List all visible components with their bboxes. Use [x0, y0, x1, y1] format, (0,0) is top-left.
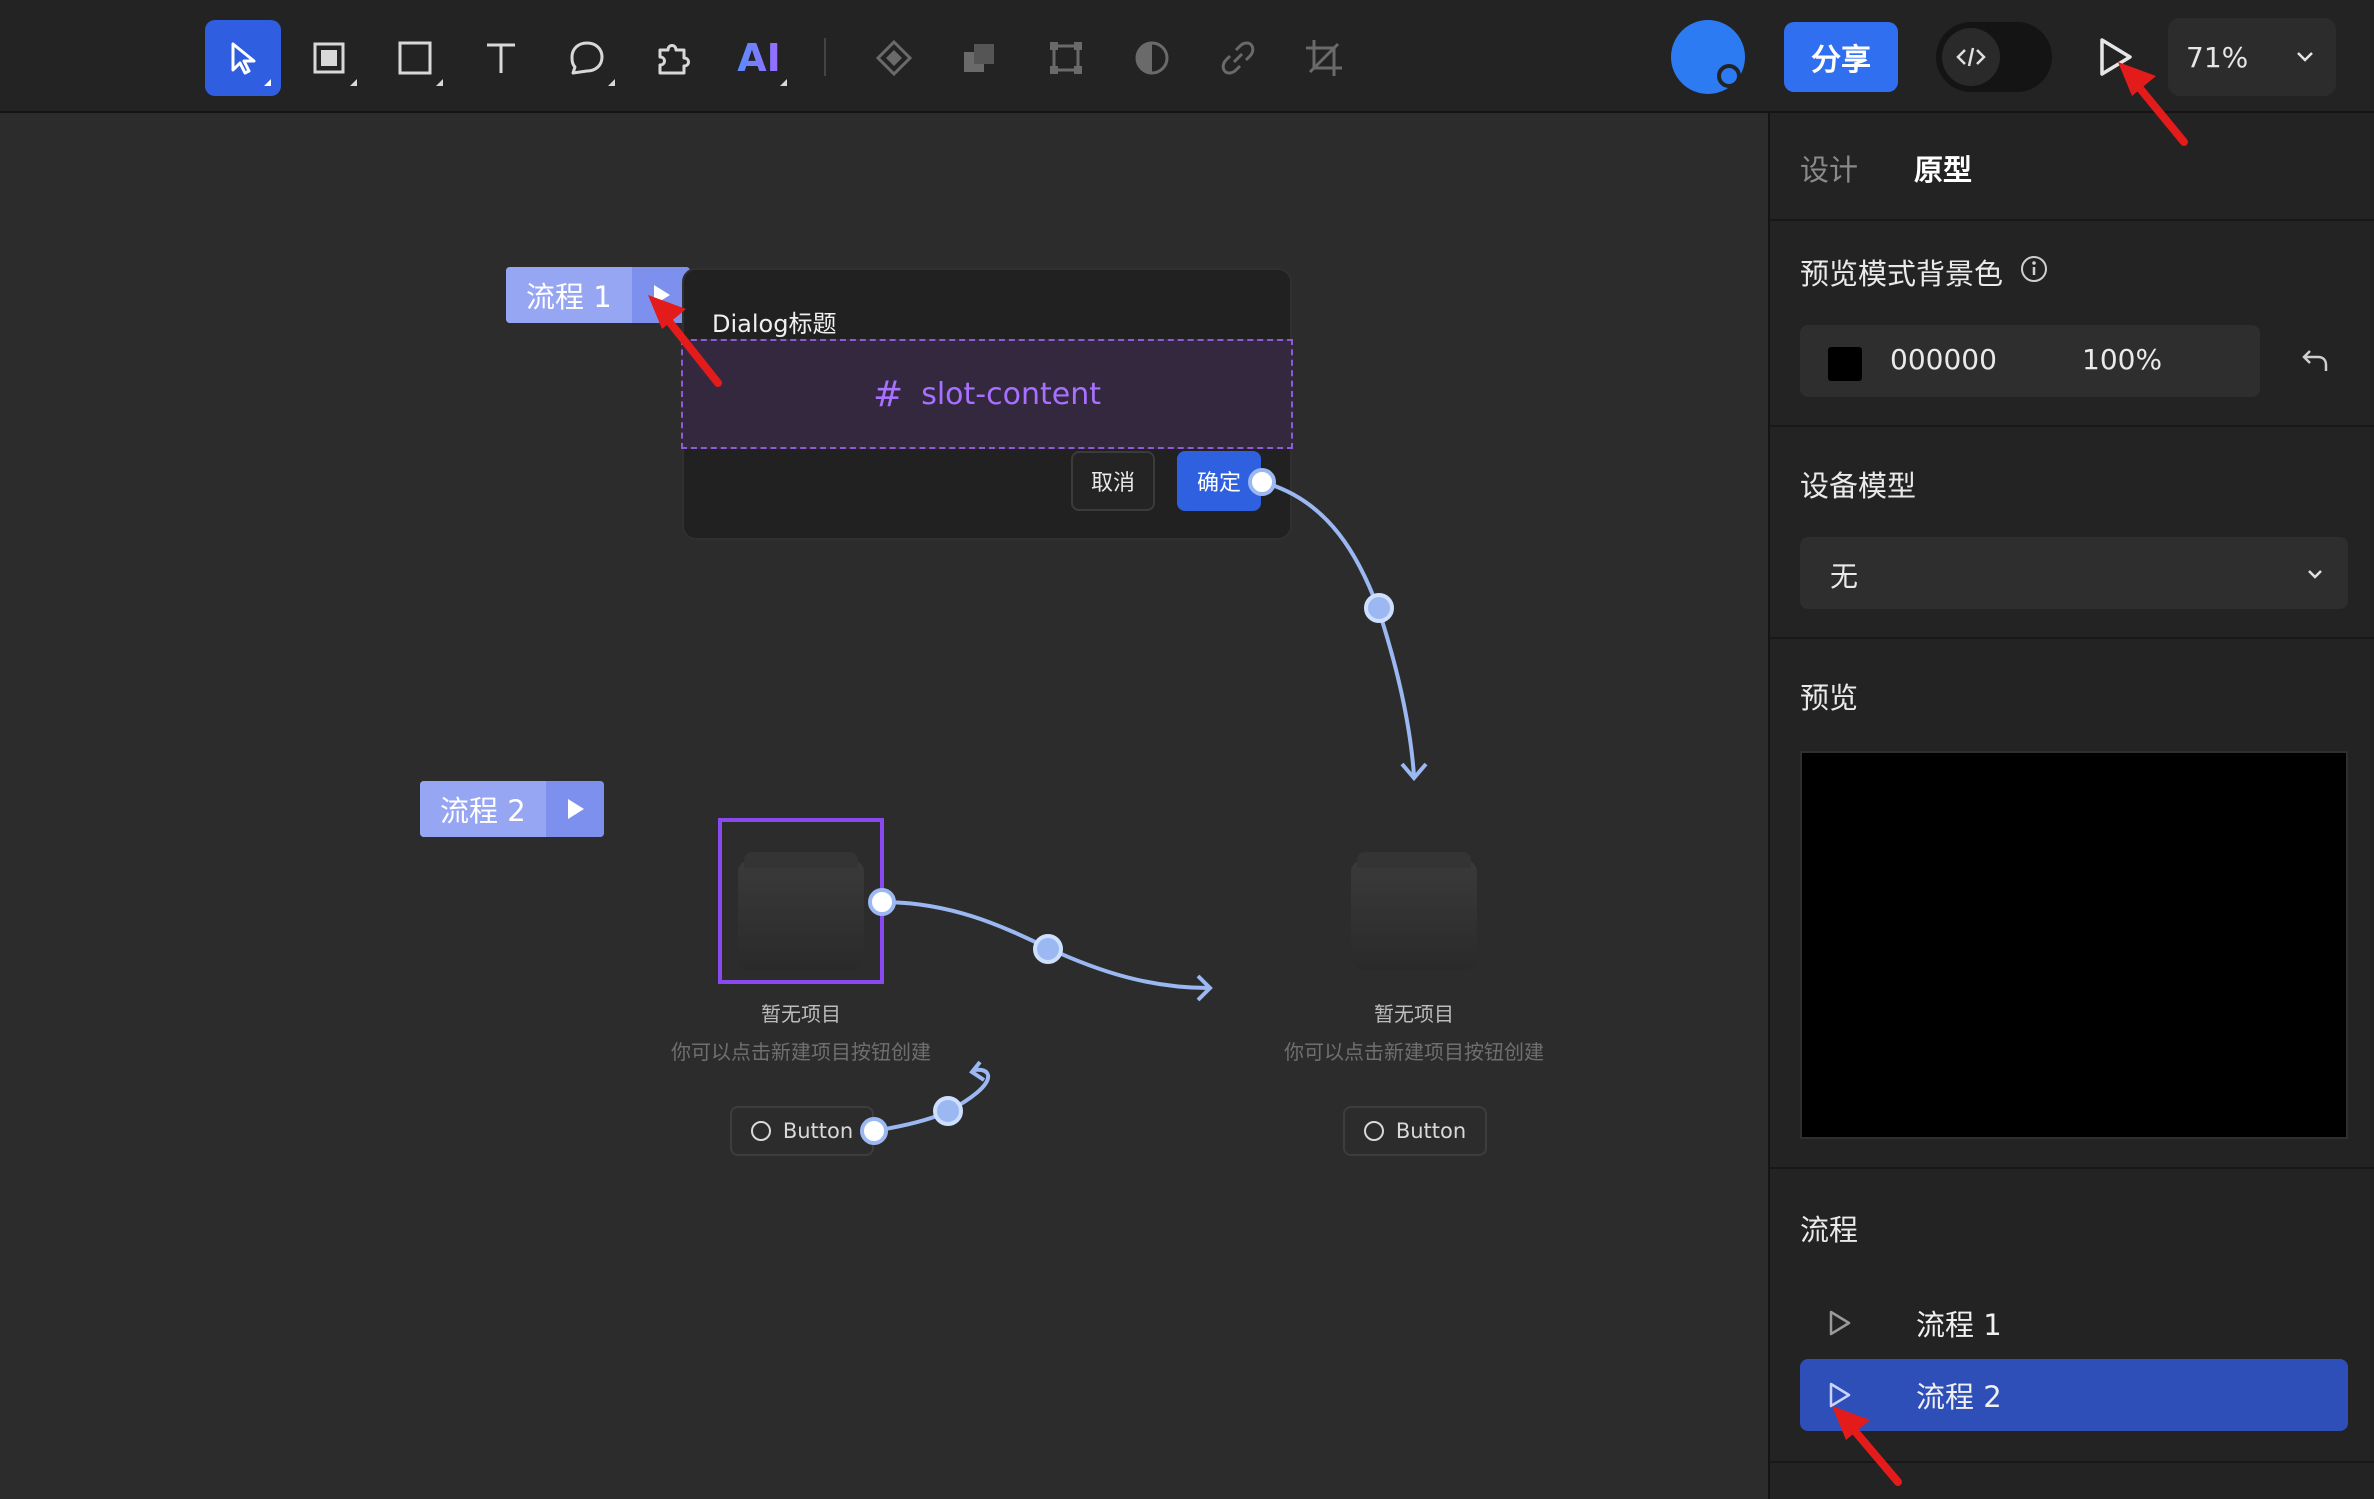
zoom-dropdown[interactable]: 71% — [2168, 18, 2336, 96]
top-toolbar: AI — [0, 0, 2374, 113]
transform-icon — [1050, 42, 1082, 74]
boolean-button[interactable] — [942, 20, 1018, 96]
slot-content-placeholder[interactable]: # slot-content — [681, 339, 1293, 449]
ai-tool-button[interactable]: AI — [721, 20, 797, 96]
link-button[interactable] — [1200, 20, 1276, 96]
component-button[interactable] — [856, 20, 932, 96]
code-icon — [1942, 28, 2000, 86]
empty-title: 暂无项目 — [1374, 1002, 1454, 1026]
online-dot — [1717, 64, 1741, 88]
chevron-down-icon — [2297, 52, 2313, 62]
empty-button[interactable]: Button — [730, 1106, 874, 1156]
mask-icon — [1135, 41, 1169, 75]
empty-button[interactable]: Button — [1343, 1106, 1487, 1156]
bg-color-hex[interactable]: 000000 — [1890, 343, 1997, 376]
play-icon[interactable] — [545, 781, 604, 837]
color-swatch[interactable] — [1828, 347, 1862, 381]
preview-area — [1800, 751, 2348, 1139]
flow-2-tag[interactable]: 流程 2 — [420, 781, 604, 837]
device-title: 设备模型 — [1800, 469, 1917, 503]
frame-icon — [313, 42, 345, 74]
puzzle-icon — [658, 44, 690, 75]
text-tool-button[interactable] — [463, 20, 539, 96]
transform-button[interactable] — [1028, 20, 1104, 96]
divider — [1770, 1461, 2374, 1463]
flows-title: 流程 — [1800, 1213, 1859, 1247]
flow-2-tag-label: 流程 2 — [420, 781, 546, 837]
boolean-icon — [964, 44, 994, 72]
chevron-down-icon — [2308, 570, 2322, 579]
ai-icon: AI — [737, 36, 781, 80]
speech-bubble-icon — [570, 41, 604, 75]
divider — [1770, 637, 2374, 639]
crop-icon — [1306, 40, 1342, 76]
dev-mode-toggle[interactable] — [1936, 22, 2052, 92]
slot-label: slot-content — [921, 376, 1101, 412]
rectangle-icon — [398, 41, 432, 75]
play-icon[interactable] — [1822, 1306, 1856, 1340]
play-icon[interactable] — [1822, 1378, 1856, 1412]
empty-subtitle: 你可以点击新建项目按钮创建 — [671, 1040, 931, 1064]
empty-illustration — [1351, 852, 1477, 970]
mask-button[interactable] — [1114, 20, 1190, 96]
empty-subtitle: 你可以点击新建项目按钮创建 — [1284, 1040, 1544, 1064]
properties-panel: 设计 原型 预览模式背景色 000000 100% 设备模型 无 预览 流程 流… — [1768, 113, 2374, 1499]
flow-1-tag[interactable]: 流程 1 — [506, 267, 690, 323]
bg-color-field[interactable]: 000000 100% — [1800, 325, 2260, 397]
toolbar-divider — [824, 38, 826, 76]
zoom-value: 71% — [2186, 40, 2249, 74]
device-value: 无 — [1830, 560, 1859, 593]
empty-button-label: Button — [782, 1119, 854, 1143]
empty-illustration — [738, 852, 864, 970]
flow-item-label: 流程 1 — [1916, 1308, 2002, 1342]
crop-button[interactable] — [1286, 20, 1362, 96]
component-icon — [875, 39, 913, 77]
divider — [1770, 1167, 2374, 1169]
plugin-tool-button[interactable] — [635, 20, 711, 96]
present-play-icon[interactable] — [2088, 30, 2142, 84]
bg-color-title: 预览模式背景色 — [1800, 257, 2004, 291]
hash-icon: # — [873, 373, 904, 415]
preview-title: 预览 — [1800, 681, 1859, 715]
play-icon[interactable] — [631, 267, 690, 323]
share-button[interactable]: 分享 — [1784, 22, 1898, 92]
tab-prototype[interactable]: 原型 — [1914, 153, 1973, 187]
bg-color-opacity[interactable]: 100% — [2082, 343, 2163, 376]
comment-tool-button[interactable] — [549, 20, 625, 96]
flow-item-label: 流程 2 — [1916, 1380, 2002, 1414]
text-icon — [487, 43, 515, 73]
tab-design[interactable]: 设计 — [1800, 153, 1859, 187]
user-avatar[interactable] — [1671, 20, 1745, 94]
info-icon[interactable] — [2020, 255, 2048, 283]
divider — [1770, 425, 2374, 427]
circle-icon — [1363, 1121, 1384, 1141]
rectangle-tool-button[interactable] — [377, 20, 453, 96]
circle-icon — [750, 1121, 771, 1141]
dialog-title: Dialog标题 — [712, 310, 837, 338]
cancel-button[interactable]: 取消 — [1071, 451, 1155, 511]
flow-list-item[interactable]: 流程 2 — [1800, 1359, 2348, 1431]
pointer-icon — [231, 42, 256, 75]
flow-list-item[interactable]: 流程 1 — [1800, 1287, 2348, 1359]
link-icon — [1221, 41, 1255, 75]
undo-icon[interactable] — [2298, 343, 2334, 379]
divider — [1770, 219, 2374, 221]
confirm-button[interactable]: 确定 — [1177, 451, 1261, 511]
device-select[interactable]: 无 — [1800, 537, 2348, 609]
flow-1-tag-label: 流程 1 — [506, 267, 632, 323]
move-tool-button[interactable] — [205, 20, 281, 96]
empty-title: 暂无项目 — [761, 1002, 841, 1026]
empty-button-label: Button — [1395, 1119, 1467, 1143]
frame-tool-button[interactable] — [291, 20, 367, 96]
